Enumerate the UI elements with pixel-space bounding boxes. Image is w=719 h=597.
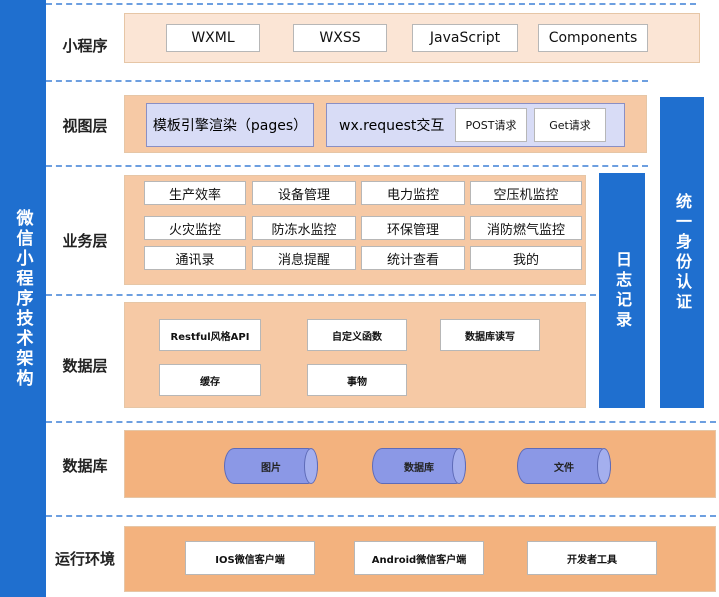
data-item: Restful风格API [159,319,261,351]
components-box: Components [538,24,648,52]
unified-auth-label: 统一身份认证 [673,192,692,313]
business-item: 火灾监控 [144,216,246,240]
layer-label-view: 视图层 [62,116,108,135]
layer-label-database: 数据库 [62,456,108,475]
wxss-box: WXSS [293,24,387,52]
database-cylinder: 图片 [224,448,318,484]
layer-label-business: 业务层 [62,231,108,250]
business-item: 设备管理 [252,181,356,205]
divider-top [46,3,696,5]
business-item: 通讯录 [144,246,246,270]
wxml-box: WXML [166,24,260,52]
divider-5 [46,515,716,517]
divider-1 [46,80,648,82]
log-record-label: 日志记录 [613,250,632,331]
layer-label-miniprogram: 小程序 [62,36,108,55]
business-item: 生产效率 [144,181,246,205]
divider-3 [46,294,596,296]
javascript-box: JavaScript [412,24,518,52]
log-record-bar: 日志记录 [599,173,645,408]
layer-label-runtime: 运行环境 [54,549,115,568]
runtime-item: 开发者工具 [527,541,657,575]
business-item: 防冻水监控 [252,216,356,240]
business-item: 电力监控 [361,181,465,205]
divider-4 [46,421,716,423]
data-item: 自定义函数 [307,319,407,351]
divider-2 [46,165,648,167]
get-request-box: Get请求 [534,108,606,142]
runtime-item: IOS微信客户端 [185,541,315,575]
business-item: 空压机监控 [470,181,582,205]
business-item: 统计查看 [361,246,465,270]
template-render-box: 模板引擎渲染（pages） [146,103,314,147]
business-item: 消防燃气监控 [470,216,582,240]
business-item: 消息提醒 [252,246,356,270]
architecture-title: 微信小程序技术架构 [12,208,33,389]
data-item: 缓存 [159,364,261,396]
business-item: 我的 [470,246,582,270]
unified-auth-bar: 统一身份认证 [660,97,704,408]
runtime-item: Android微信客户端 [354,541,484,575]
data-item: 事物 [307,364,407,396]
wx-request-label: wx.request交互 [339,118,445,134]
data-item: 数据库读写 [440,319,540,351]
database-cylinder: 数据库 [372,448,466,484]
architecture-title-bar: 微信小程序技术架构 [0,0,46,597]
layer-label-data: 数据层 [62,356,108,375]
business-item: 环保管理 [361,216,465,240]
post-request-box: POST请求 [455,108,527,142]
database-cylinder: 文件 [517,448,611,484]
